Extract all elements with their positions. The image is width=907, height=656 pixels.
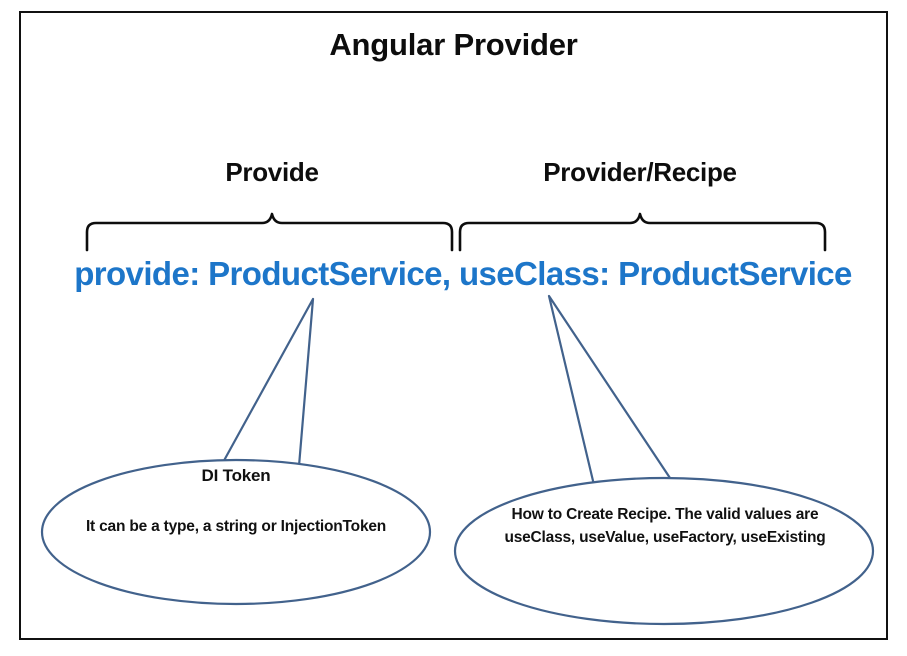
callout-body-di-token: It can be a type, a string or InjectionT… (85, 518, 387, 535)
callout-title-di-token: DI Token (201, 466, 271, 485)
page-title: Angular Provider (329, 27, 578, 62)
section-label-provider-recipe: Provider/Recipe (543, 157, 737, 187)
code-line: provide: ProductService, useClass: Produ… (74, 255, 852, 292)
section-label-provide: Provide (225, 157, 319, 187)
callout-body-recipe: How to Create Recipe. The valid values a… (504, 506, 826, 546)
